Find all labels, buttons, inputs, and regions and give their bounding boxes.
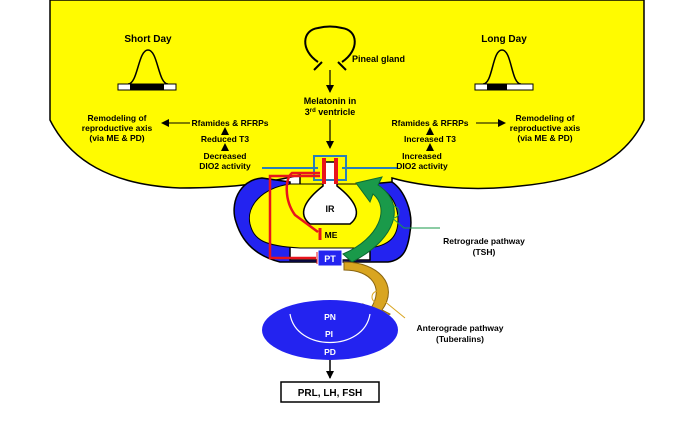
left-t3-label: Reduced T3 <box>201 134 249 144</box>
me-label: ME <box>325 230 338 240</box>
right-dio2-line2: DIO2 activity <box>396 161 448 171</box>
anterograde-label-line1: Anterograde pathway <box>417 323 504 333</box>
short-day-photoperiod-icon <box>117 49 177 91</box>
pars-tuberalis-box <box>317 249 343 267</box>
pt-label: PT <box>324 254 336 264</box>
melatonin-label-line2: 3rd ventricle <box>305 107 356 117</box>
pd-label: PD <box>324 347 336 357</box>
left-dio2-line1: Decreased <box>203 151 246 161</box>
ir-label: IR <box>326 204 336 214</box>
tanycyte-bar-left <box>322 158 326 184</box>
anterograde-callout-dot <box>371 290 385 304</box>
hormone-output-label: PRL, LH, FSH <box>298 388 362 399</box>
left-remodel-line1: Remodeling of <box>87 113 146 123</box>
right-t3-label: Increased T3 <box>404 134 456 144</box>
tanycyte-bar-right <box>334 158 338 184</box>
pituitary-gland <box>262 300 398 360</box>
anterograde-callout-leader <box>382 299 406 319</box>
anterograde-label-line2: (Tuberalins) <box>436 334 484 344</box>
melatonin-inhibit-path-me <box>285 171 320 234</box>
right-remodel-line2: reproductive axis <box>510 123 581 133</box>
long-day-title: Long Day <box>481 34 527 45</box>
melatonin-label-line1: Melatonin in <box>304 96 357 106</box>
retrograde-pathway-arrow <box>342 176 395 263</box>
pituitary-pi-curve <box>289 313 371 343</box>
melatonin-inhibit-path-pt <box>268 174 320 260</box>
pn-label: PN <box>324 312 336 322</box>
retrograde-callout-dot <box>386 205 400 219</box>
retrograde-label-line2: (TSH) <box>473 247 496 257</box>
retrograde-label-line1: Retrograde pathway <box>443 236 525 246</box>
pi-label: PI <box>325 329 333 339</box>
left-remodel-line2: reproductive axis <box>82 123 153 133</box>
third-ventricle-ir <box>302 161 358 225</box>
left-dio2-line2: DIO2 activity <box>199 161 251 171</box>
short-day-title: Short Day <box>124 34 172 45</box>
retrograde-callout-leader <box>390 216 440 229</box>
right-remodel-line1: Remodeling of <box>515 113 574 123</box>
left-rfamides-label: Rfamides & RFRPs <box>192 118 269 128</box>
pineal-gland-icon <box>304 25 356 71</box>
tanycyte-box <box>313 155 347 181</box>
left-remodel-line3: (via ME & PD) <box>89 133 144 143</box>
pineal-gland-label: Pineal gland <box>352 54 405 64</box>
hormone-output-box <box>280 381 380 403</box>
long-day-photoperiod-icon <box>474 49 534 91</box>
right-remodel-line3: (via ME & PD) <box>517 133 572 143</box>
right-rfamides-label: Rfamides & RFRPs <box>392 118 469 128</box>
right-dio2-line1: Increased <box>402 151 442 161</box>
